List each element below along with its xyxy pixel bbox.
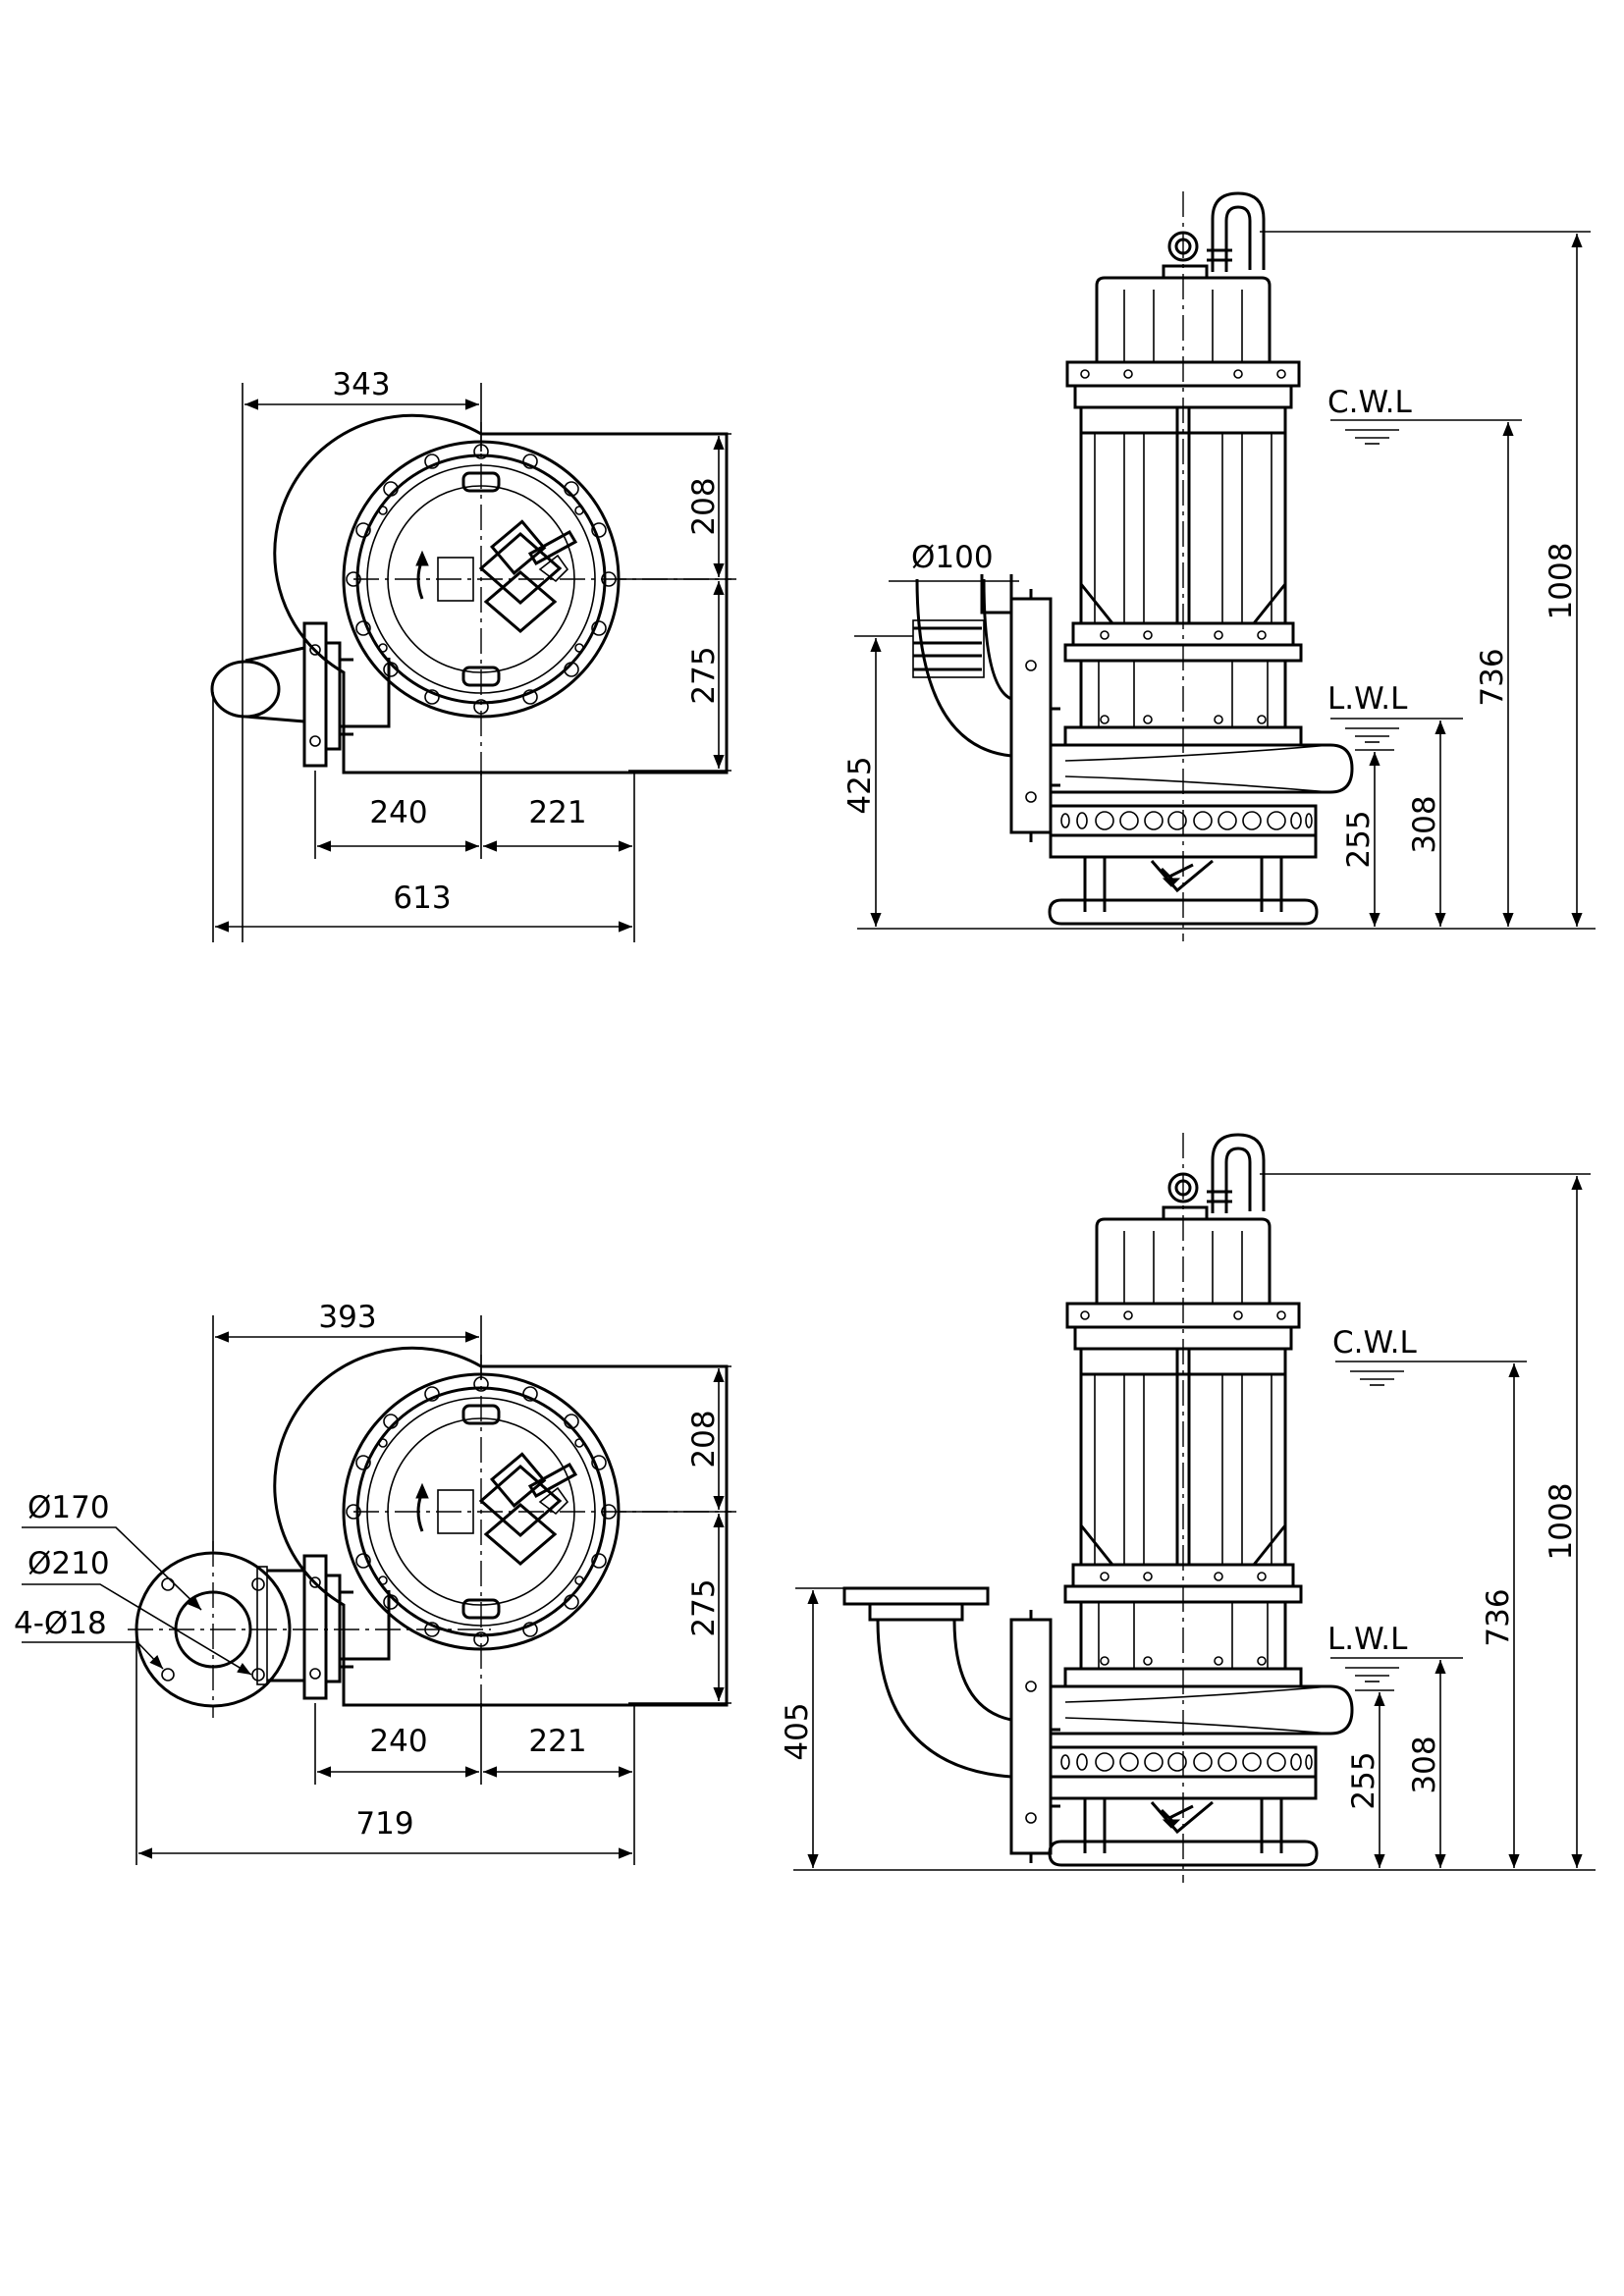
- dim-208: 208: [686, 1410, 722, 1468]
- dim-736: 736: [1481, 1588, 1516, 1646]
- dim-736: 736: [1475, 648, 1510, 706]
- dim-275: 275: [686, 646, 722, 704]
- outlet-flange-plan: [128, 1541, 491, 1718]
- flange-leaders: [22, 1526, 252, 1676]
- cwl-symbol: [1330, 419, 1414, 445]
- dim-outlet-dia: Ø100: [911, 540, 994, 575]
- dim-221: 221: [528, 1724, 586, 1759]
- top-elevation-view: C.W.L L.W.L Ø100 425 255 308 736 1008: [842, 189, 1596, 943]
- dim-308: 308: [1407, 1735, 1442, 1793]
- dim-1008: 1008: [1543, 1483, 1579, 1561]
- dim-275: 275: [686, 1578, 722, 1636]
- top-plan-dimensions: [212, 383, 731, 942]
- dim-255: 255: [1341, 810, 1377, 868]
- label-bolt-holes: 4-Ø18: [14, 1606, 107, 1641]
- dim-308: 308: [1407, 795, 1442, 853]
- discharge-flange: [210, 621, 391, 768]
- bottom-plan-view: Ø170 Ø210 4-Ø18 393 208 275 240 221 719: [14, 1300, 738, 1865]
- discharge-flange: [256, 1554, 391, 1700]
- top-elevation-dimensions: [854, 231, 1596, 930]
- label-dia-170: Ø170: [27, 1490, 110, 1525]
- dim-343: 343: [332, 367, 390, 402]
- dim-221: 221: [528, 795, 586, 830]
- discharge-elbow: [842, 1586, 1060, 1863]
- discharge-elbow: [912, 574, 1060, 842]
- bottom-elevation-dimensions: [793, 1173, 1596, 1871]
- lwl-symbol: [1330, 718, 1414, 743]
- bottom-plan-dimensions: [135, 1315, 731, 1865]
- dim-240: 240: [369, 1724, 427, 1759]
- cwl-label: C.W.L: [1332, 1325, 1417, 1361]
- dim-255: 255: [1346, 1751, 1381, 1809]
- cwl-label: C.W.L: [1327, 385, 1412, 420]
- dim-208: 208: [686, 477, 722, 535]
- dim-240: 240: [369, 795, 427, 830]
- dim-425: 425: [842, 756, 878, 814]
- bottom-elevation-view: C.W.L L.W.L 405 255 308 736 1008: [780, 1131, 1596, 1885]
- cwl-symbol: [1335, 1361, 1419, 1386]
- top-plan-view: 343 208 275 240 221 613: [210, 367, 738, 942]
- label-dia-210: Ø210: [27, 1546, 110, 1581]
- dim-719: 719: [355, 1806, 413, 1842]
- lwl-label: L.W.L: [1327, 681, 1408, 717]
- lwl-symbol: [1330, 1657, 1414, 1682]
- dim-405: 405: [780, 1702, 815, 1760]
- lwl-label: L.W.L: [1327, 1622, 1408, 1657]
- dim-393: 393: [318, 1300, 376, 1335]
- dim-613: 613: [393, 881, 451, 916]
- dim-1008: 1008: [1543, 543, 1579, 620]
